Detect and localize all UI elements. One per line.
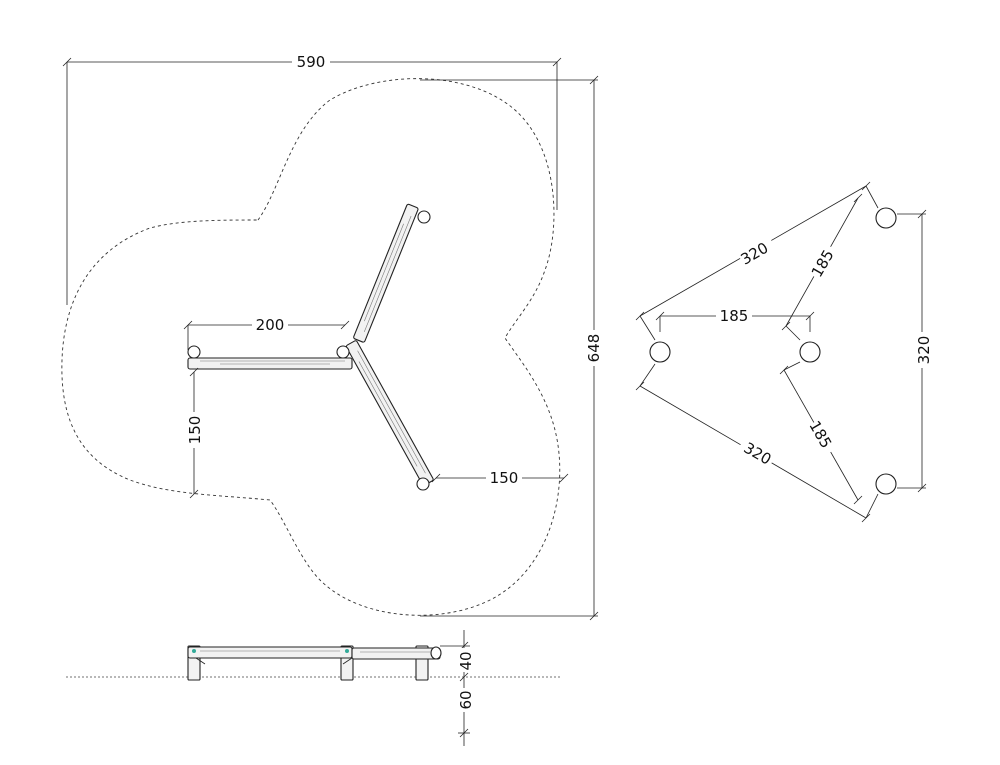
post-marker [187,345,201,359]
dim-right-offset: 150 [431,469,569,487]
beam-left [187,357,353,370]
post-layout-view: 320 320 320 185 185 185 [635,181,933,523]
beam-end-cap [430,646,442,660]
dim-label-elev-depth: 60 [457,690,475,709]
dim-label-right-offset: 150 [490,469,519,487]
bolt-marker [345,649,349,653]
plan-view: 590 648 200 150 [61,52,604,621]
beam-upper [353,203,419,343]
post-circle [799,341,821,363]
beam-lower [345,340,434,486]
dim-label-left-beam: 200 [256,316,285,334]
post-circle [875,207,897,229]
dim-label-right-height: 648 [585,334,603,363]
safety-zone-outline [61,78,561,616]
dim-label-left-vertical: 150 [186,416,204,445]
dim-left-vertical: 150 [184,367,204,499]
dim-right-height: 648 [420,75,604,621]
post-marker [417,210,431,224]
elevation-beam [351,647,441,660]
bolt-marker [192,649,196,653]
elevation-beam [187,646,353,659]
dim-label-elev-height: 40 [457,651,475,670]
dim-label-tri-inner-horizontal: 185 [720,307,749,325]
dim-label-tri-right: 320 [915,336,933,365]
dim-left-beam: 200 [183,316,350,350]
dim-label-top-width: 590 [297,53,326,71]
dim-top-width: 590 [62,52,562,305]
post-marker [336,345,350,359]
post-circle [649,341,671,363]
elevation-view: 40 60 [66,630,560,746]
post-circle [875,473,897,495]
post-marker [416,477,430,491]
